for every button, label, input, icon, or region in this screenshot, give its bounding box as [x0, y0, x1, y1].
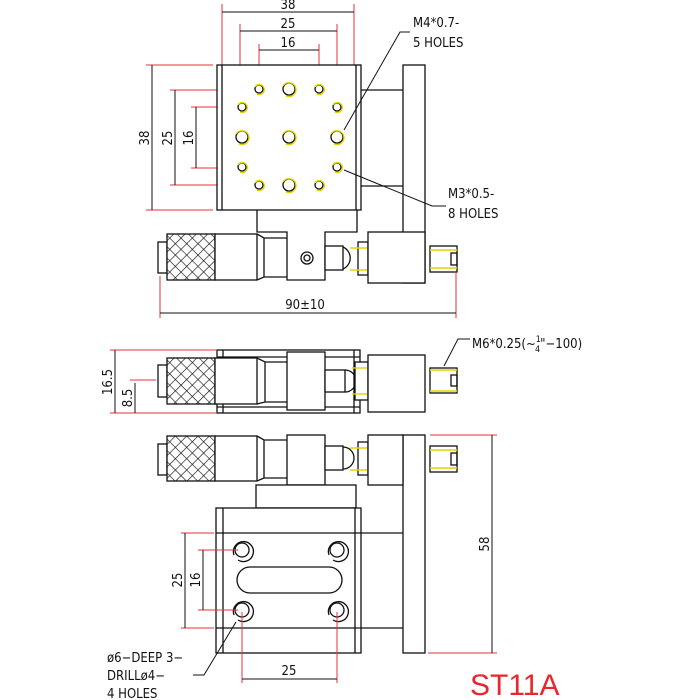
mounting-slot [236, 566, 343, 594]
m4-leader [343, 31, 410, 131]
dim-25-width: 25 [281, 17, 296, 32]
hole-note-leader [193, 621, 237, 676]
dim-25-height: 25 [161, 131, 176, 146]
base-plate [215, 507, 362, 654]
knurled-thimble-side [166, 357, 216, 405]
dim-25-horizontal: 25 [282, 664, 297, 679]
m4-holes [235, 81, 345, 194]
dim-16-vertical: 16 [189, 573, 204, 588]
m3-label-line1: M3*0.5- [448, 187, 494, 202]
stage-top-plate [216, 64, 362, 211]
lock-screw-icon [300, 251, 314, 265]
knurled-thimble [166, 233, 216, 281]
micrometer-leader [443, 338, 470, 367]
dim-16-5: 16.5 [101, 369, 116, 395]
dim-38-width: 38 [281, 0, 296, 13]
m3-label-line2: 8 HOLES [448, 207, 498, 222]
dim-58: 58 [478, 537, 493, 552]
top-view: 38 25 16 38 25 16 [138, 0, 498, 318]
dim-38-height: 38 [138, 131, 153, 146]
dim-16-width: 16 [281, 36, 296, 51]
micrometer-top [157, 231, 458, 284]
m3-holes [237, 83, 343, 192]
top-width-dimensions: 38 25 16 [221, 0, 355, 106]
dim-25-vertical: 25 [171, 573, 186, 588]
knurled-thimble-front [166, 435, 216, 482]
dim-8-5: 8.5 [121, 389, 136, 408]
carriage [256, 210, 358, 281]
dim-16-height: 16 [182, 131, 197, 146]
travel-dimension: 90±10 [285, 298, 325, 313]
front-view: 25 16 58 25 ø6−DEEP 3− DRILLø4− 4 HOLES [107, 434, 497, 700]
hole-note-line1: ø6−DEEP 3− [107, 651, 183, 666]
hole-note-line2: DRILLø4− [107, 669, 165, 684]
side-bracket-front [402, 434, 426, 654]
m4-label-line2: 5 HOLES [413, 36, 463, 51]
model-title: ST11A [470, 669, 560, 700]
m4-label-line1: M4*0.7- [413, 16, 459, 31]
m3-leader [343, 169, 446, 207]
hole-note-line3: 4 HOLES [107, 687, 157, 700]
